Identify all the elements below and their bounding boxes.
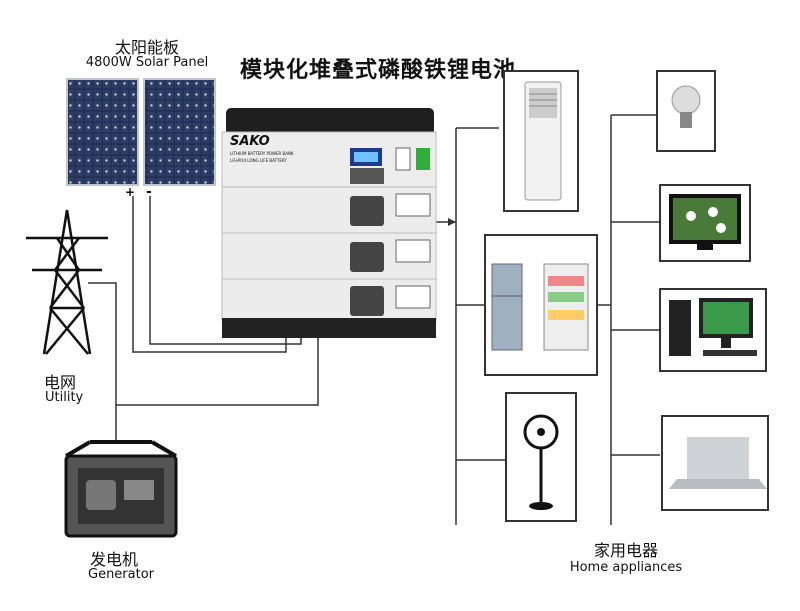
refrigerator-frame	[484, 234, 598, 376]
appliances-label-cn: 家用电器	[593, 541, 658, 560]
solar-panel-label-en: 4800W Solar Panel	[85, 55, 209, 70]
fan-frame	[505, 392, 577, 522]
television-frame	[659, 184, 751, 262]
utility-label-cn: 电网	[44, 373, 77, 392]
generator-label-en: Generator	[88, 567, 155, 582]
air-conditioner-icon	[524, 81, 562, 201]
refrigerator-icon	[491, 263, 589, 351]
utility-tower-icon	[26, 209, 108, 355]
light-bulb-frame	[656, 70, 716, 152]
desktop-computer-icon	[669, 298, 757, 356]
laptop-frame	[661, 415, 769, 511]
battery-label-1: LITHIUM BATTERY POWER BANK	[230, 151, 294, 156]
solar-panel-label-cn: 太阳能板	[114, 38, 179, 57]
generator-icon	[64, 440, 178, 538]
laptop-icon	[669, 437, 767, 489]
appliances-label-en: Home appliances	[569, 560, 683, 575]
solar-minus-terminal: -	[146, 184, 152, 200]
television-icon	[669, 194, 741, 250]
utility-label-en: Utility	[45, 390, 84, 405]
battery-brand: SAKO	[230, 134, 270, 149]
generator-label-cn: 发电机	[90, 550, 139, 569]
solar-panel-image	[66, 78, 216, 186]
desktop-computer-frame	[659, 288, 767, 372]
fan-icon	[523, 414, 559, 510]
light-bulb-icon	[671, 85, 701, 128]
diagram-title: 模块化堆叠式磷酸铁锂电池	[240, 58, 517, 83]
battery-label-2: LiFePO4 LONG LIFE BATTERY	[230, 158, 287, 163]
air-conditioner-frame	[503, 70, 579, 212]
solar-plus-terminal: +	[125, 185, 136, 199]
battery-stack	[221, 108, 437, 338]
